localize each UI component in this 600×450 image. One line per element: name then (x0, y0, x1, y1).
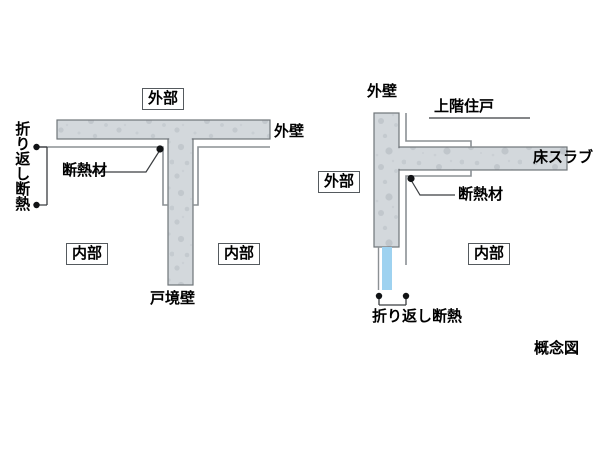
left-insulation-material-label: 断熱材 (62, 161, 108, 179)
right-exterior-label: 外部 (318, 171, 361, 193)
right-bracket-dot-left (375, 292, 383, 300)
right-insulation-line-upper (405, 113, 472, 147)
left-party-wall (167, 136, 194, 286)
right-floor-slab (396, 146, 568, 171)
left-interior-label-right: 内部 (218, 243, 261, 265)
left-outer-wall-slab (56, 119, 271, 140)
left-outer-wall-label: 外壁 (274, 122, 305, 140)
left-insulation-line (36, 146, 270, 206)
left-insulation-leader-dot (156, 145, 164, 153)
right-turnback-insulation-label: 折り返し断熱 (372, 307, 463, 325)
right-bracket-dot-right (402, 292, 410, 300)
right-insulation-material-label: 断熱材 (458, 185, 504, 203)
right-turnback-blue-strip (377, 247, 392, 290)
left-party-wall-label: 戸境壁 (150, 289, 196, 307)
left-exterior-label: 外部 (142, 88, 185, 110)
left-insulation-leader (66, 149, 161, 173)
left-bracket-dot-bottom (33, 201, 40, 209)
right-insulation-leader (410, 179, 455, 196)
right-outer-wall-label: 外壁 (367, 82, 398, 100)
right-floor-slab-label: 床スラブ (533, 148, 594, 166)
right-turnback-bracket (378, 297, 407, 306)
right-insulation-line-lower (405, 170, 472, 265)
figure-caption: 概念図 (534, 339, 580, 357)
right-interior-label: 内部 (468, 243, 511, 265)
right-upper-floor-unit-label: 上階住戸 (434, 97, 495, 115)
right-outer-wall (373, 112, 400, 248)
left-turnback-bracket (37, 146, 48, 206)
left-turnback-insulation-label: 折り返し断熱 (13, 121, 32, 211)
right-insulation-leader-dot (407, 174, 415, 183)
left-bracket-dot-top (33, 143, 40, 151)
left-interior-label-left: 内部 (66, 243, 109, 265)
